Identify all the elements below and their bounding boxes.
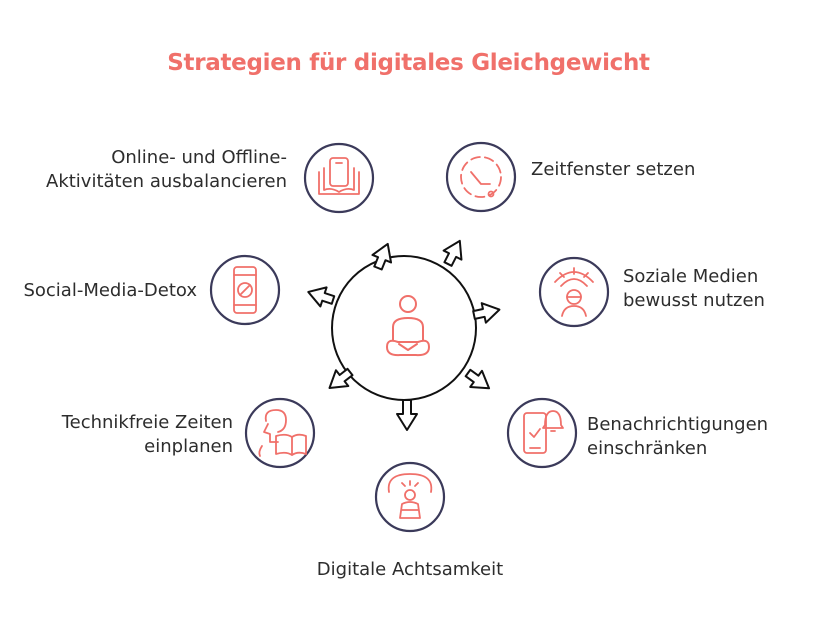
node-circle-technikfrei	[244, 397, 316, 469]
arrow-down-right	[464, 368, 491, 390]
label-soziale-medien: Soziale Medien bewusst nutzen	[623, 265, 765, 313]
label-benachrichtigungen: Benachrichtigungen einschränken	[587, 413, 768, 461]
label-line: Benachrichtigungen	[587, 414, 769, 435]
diagram-title: Strategien für digitales Gleichgewicht	[167, 50, 650, 76]
arrow-down-left	[328, 367, 354, 390]
arrow-left	[307, 286, 336, 308]
arrow-up-left	[371, 242, 393, 271]
arrow-up-right	[442, 239, 463, 267]
node-circle-achtsamkeit	[374, 461, 446, 533]
label-line: Digitale Achtsamkeit	[316, 559, 504, 580]
node-circle-soziale-medien	[538, 256, 610, 328]
label-line: bewusst nutzen	[623, 290, 765, 311]
label-line: Social-Media-Detox	[23, 280, 197, 301]
node-circle-benachrichtigungen	[506, 397, 578, 469]
label-social-detox: Social-Media-Detox	[23, 279, 197, 303]
label-achtsamkeit: Digitale Achtsamkeit	[280, 558, 540, 582]
label-technikfrei: Technikfreie Zeiten einplanen	[62, 411, 233, 459]
label-line: Zeitfenster setzen	[531, 159, 696, 180]
phone-book-icon	[318, 157, 360, 195]
clock-icon	[460, 156, 502, 198]
person-signal-icon	[554, 267, 594, 317]
node-circle-online-offline	[303, 142, 375, 214]
label-line: einschränken	[587, 438, 708, 459]
phone-forbidden-icon	[233, 266, 257, 314]
label-line: Aktivitäten ausbalancieren	[46, 171, 287, 192]
label-zeitfenster: Zeitfenster setzen	[531, 158, 695, 182]
arrow-right	[472, 302, 501, 324]
label-online-offline: Online- und Offline- Aktivitäten ausbala…	[46, 146, 287, 194]
person-mind-icon	[387, 473, 433, 519]
center-hub	[331, 255, 477, 401]
label-line: Technikfreie Zeiten	[61, 412, 233, 433]
label-line: Online- und Offline-	[111, 147, 287, 168]
label-line: Soziale Medien	[623, 266, 759, 287]
person-reading-icon	[258, 409, 307, 457]
label-line: einplanen	[144, 436, 233, 457]
phone-bell-icon	[523, 410, 564, 454]
meditating-person-icon	[386, 295, 430, 357]
node-circle-zeitfenster	[445, 141, 517, 213]
arrow-down	[396, 399, 418, 431]
